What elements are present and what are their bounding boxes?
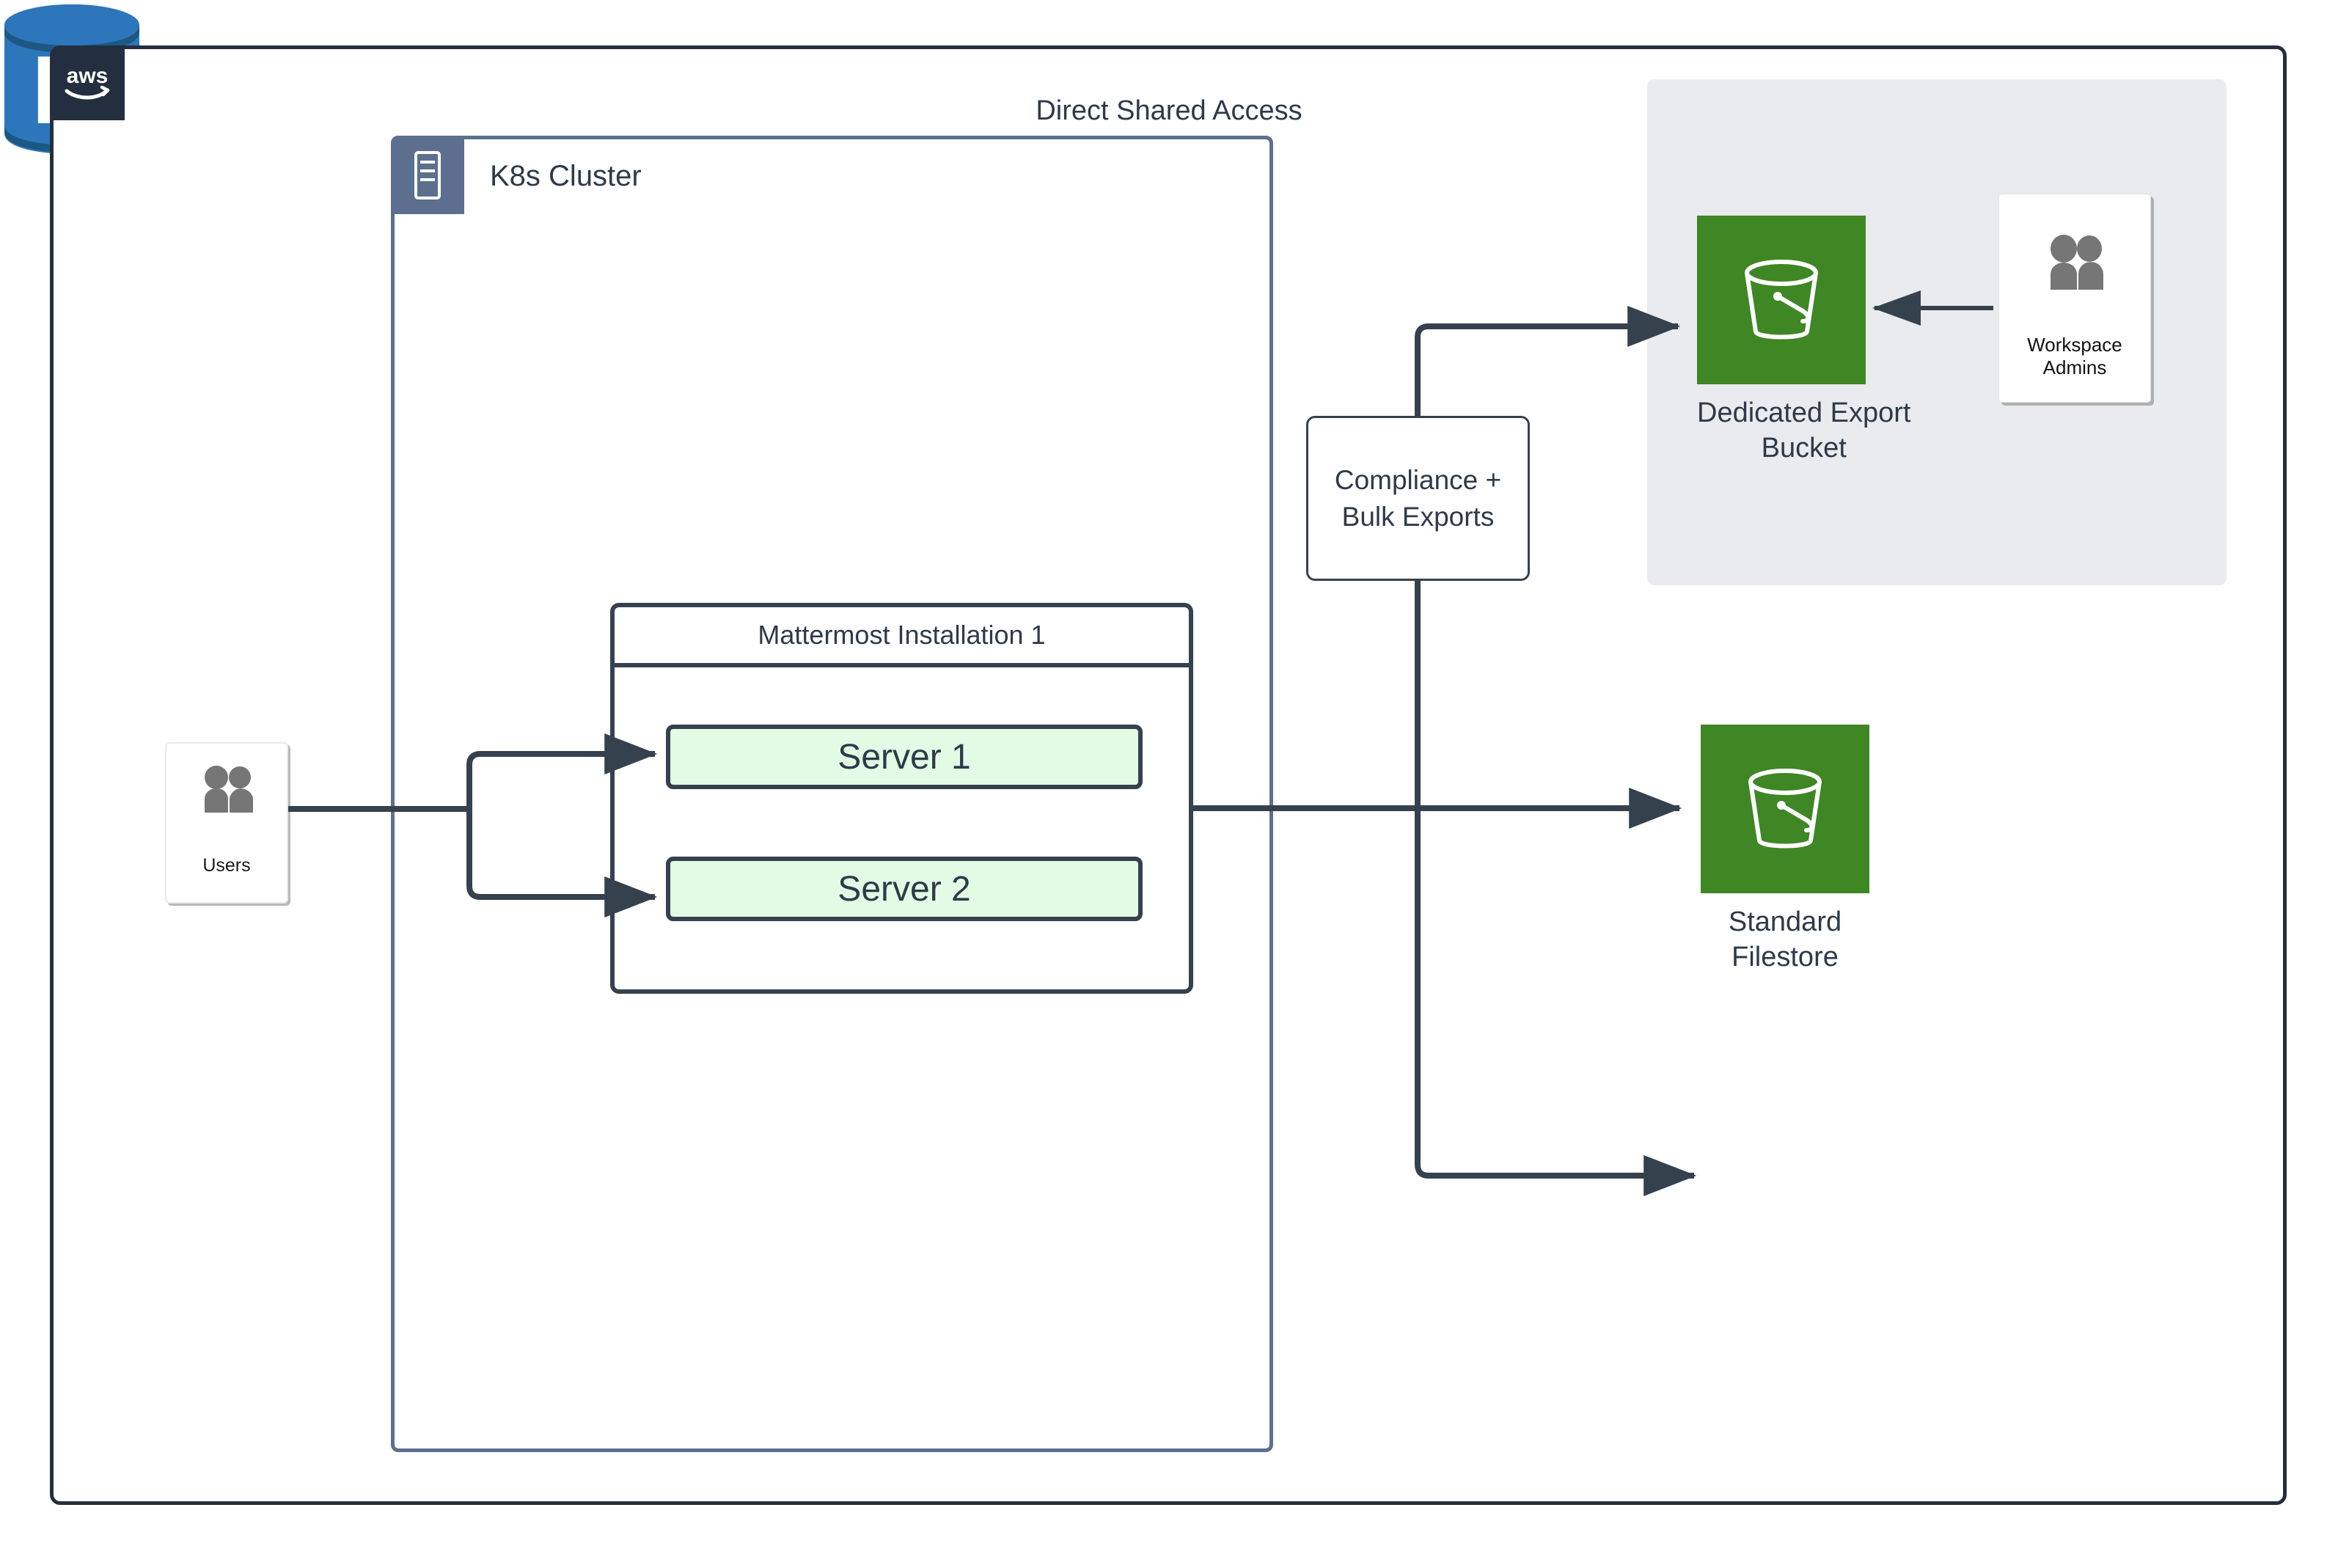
s3-bucket-icon xyxy=(1701,725,1869,893)
k8s-cluster-container xyxy=(391,136,1273,1452)
compliance-label-line-1: Compliance + xyxy=(1334,464,1502,495)
mattermost-installation-header: Mattermost Installation 1 xyxy=(615,607,1189,667)
standard-filestore-node[interactable]: Standard Filestore xyxy=(1701,725,1869,975)
mattermost-installation-label: Mattermost Installation 1 xyxy=(758,620,1046,650)
compliance-label-line-2: Bulk Exports xyxy=(1341,501,1495,532)
mattermost-installation-container: Mattermost Installation 1 Server 1 Serve… xyxy=(610,603,1193,994)
users-node-label: Users xyxy=(202,855,251,876)
workspace-admins-node[interactable]: Workspace Admins xyxy=(1998,194,2151,403)
dedicated-export-bucket-label: Dedicated Export Bucket xyxy=(1697,398,1911,464)
svg-text:aws: aws xyxy=(67,64,109,88)
aws-logo-icon: aws xyxy=(50,45,125,120)
compliance-bulk-exports-node[interactable]: Compliance + Bulk Exports xyxy=(1306,416,1530,581)
dedicated-export-bucket-node[interactable]: Dedicated Export Bucket xyxy=(1697,216,1911,466)
s3-bucket-icon xyxy=(1697,216,1866,384)
k8s-cluster-label: K8s Cluster xyxy=(490,160,642,192)
server-1-node[interactable]: Server 1 xyxy=(666,725,1143,789)
workspace-admins-label: Workspace Admins xyxy=(2027,334,2122,378)
people-icon xyxy=(191,763,262,818)
standard-filestore-label: Standard Filestore xyxy=(1728,906,1842,972)
direct-shared-access-label: Direct Shared Access xyxy=(1036,95,1302,126)
people-icon xyxy=(2034,232,2115,295)
server-2-node[interactable]: Server 2 xyxy=(666,857,1143,921)
users-node[interactable]: Users xyxy=(165,742,288,904)
server-rack-icon xyxy=(391,136,464,214)
